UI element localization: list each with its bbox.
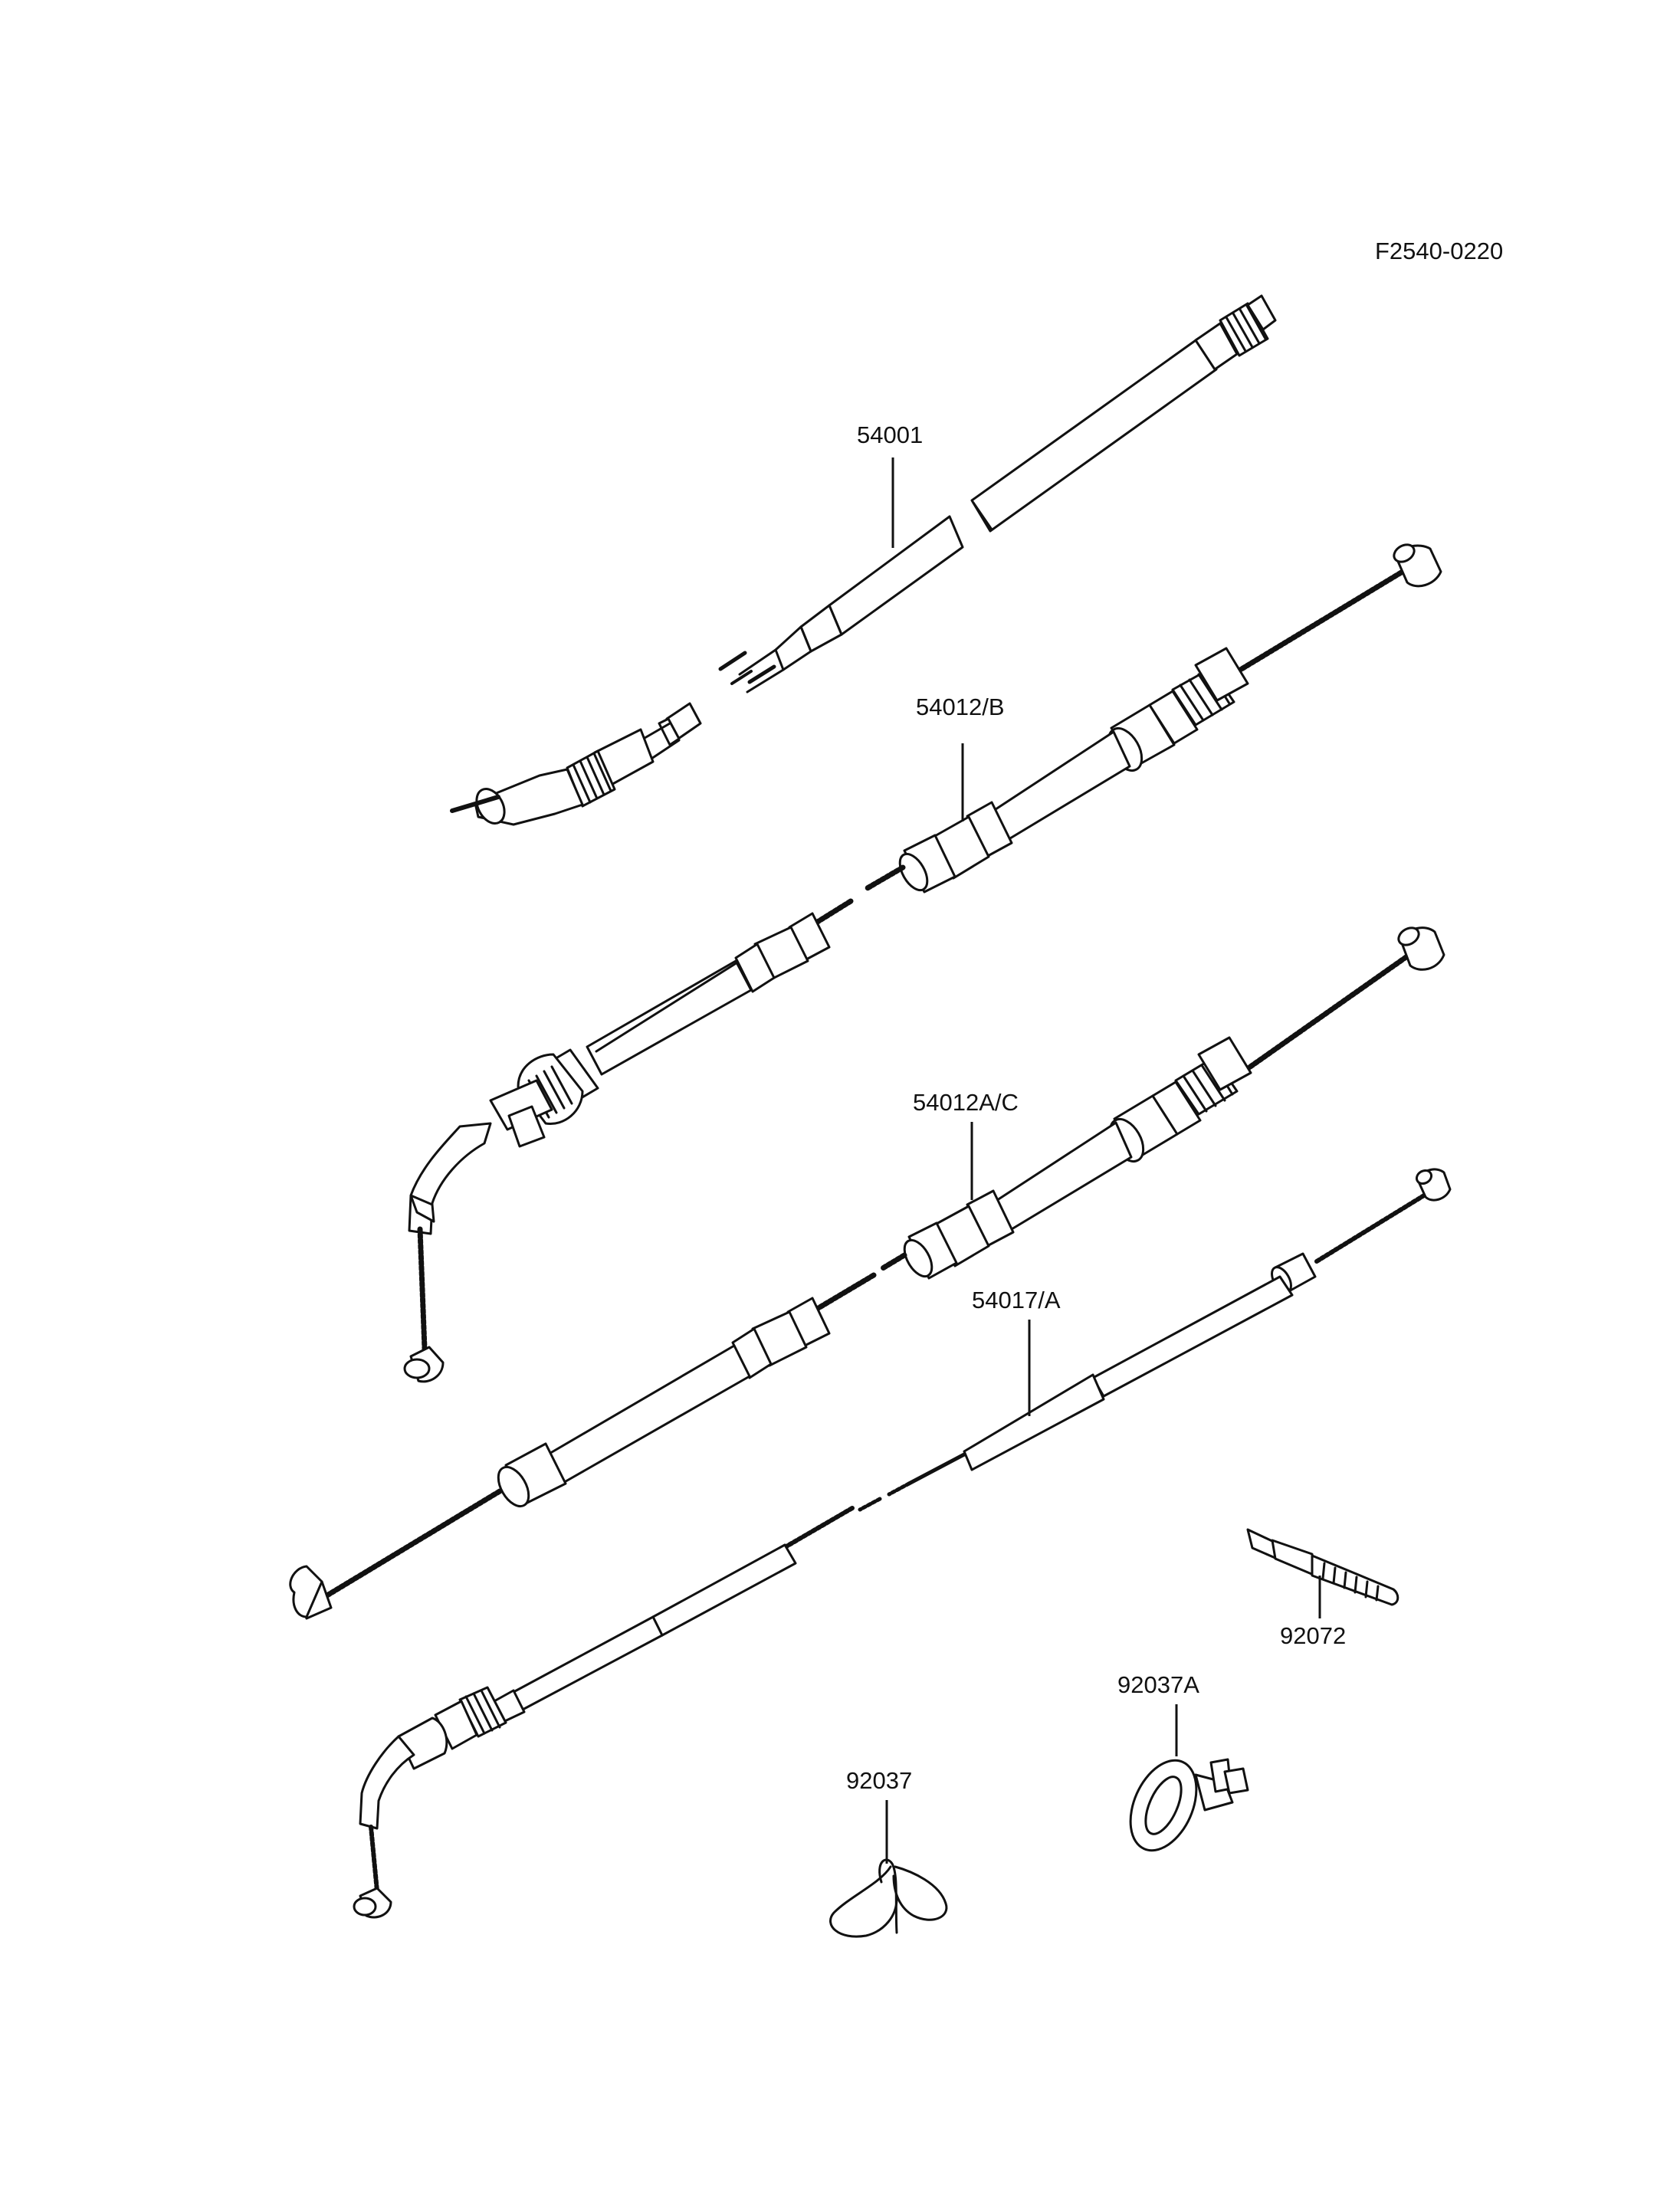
- throttle-cable-ac-adjuster: [1108, 1036, 1252, 1162]
- speedometer-cable: 54001: [450, 294, 1277, 826]
- clamp-a-label: 92037A: [1117, 1671, 1199, 1698]
- clamp-label: 92037: [846, 1767, 912, 1794]
- speedometer-cable-meter-end: [450, 702, 702, 826]
- throttle-cable-b: 54012/B: [403, 543, 1442, 1383]
- throttle-cable-b-label: 54012/B: [916, 694, 1005, 720]
- clamp: 92037: [829, 1767, 948, 1938]
- speedometer-cable-label: 54001: [857, 421, 923, 448]
- cable-tie: 92072: [1246, 1528, 1399, 1649]
- speedometer-cable-housing-upper: [970, 294, 1277, 533]
- choke-cable-lever-end: [353, 1686, 507, 1919]
- clamp-a: 92037A: [1117, 1671, 1249, 1852]
- throttle-cable-ac-label: 54012A/C: [913, 1089, 1019, 1116]
- choke-cable-label: 54017/A: [972, 1287, 1061, 1313]
- figure-id: F2540-0220: [1375, 238, 1503, 264]
- cable-tie-label: 92072: [1280, 1622, 1346, 1649]
- choke-cable: 54017/A: [353, 1168, 1452, 1919]
- throttle-cable-ac: 54012A/C: [289, 926, 1445, 1620]
- throttle-cable-b-grip-end: [403, 1048, 599, 1383]
- speedometer-cable-housing-lower: [718, 515, 964, 694]
